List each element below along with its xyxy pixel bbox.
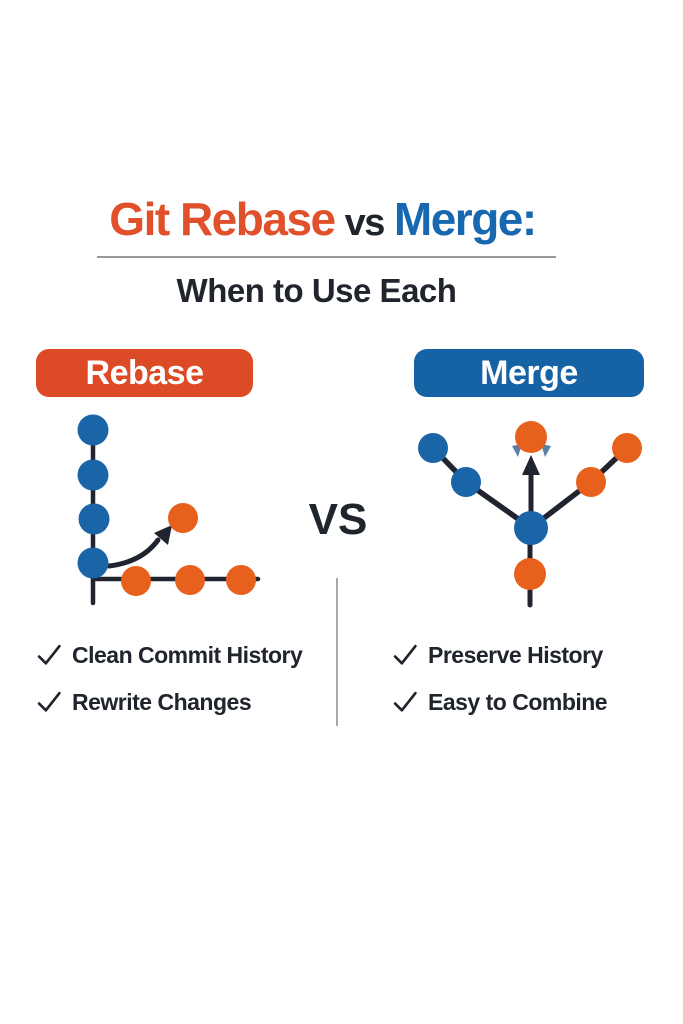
commit-node-blue xyxy=(77,414,109,446)
arrow-shaft xyxy=(106,537,161,569)
rebase-commit-diagram xyxy=(77,414,261,606)
commit-node-orange xyxy=(515,421,547,453)
commit-node-orange xyxy=(175,565,205,595)
list-item: Easy to Combine xyxy=(392,688,608,717)
arrow-head-icon xyxy=(522,455,540,475)
arrow-head-icon xyxy=(154,525,172,545)
checkmark-icon xyxy=(393,644,417,665)
list-item: Rewrite Changes xyxy=(36,688,302,717)
wing-mark xyxy=(541,444,551,457)
merge-badge-label: Merge xyxy=(480,353,578,392)
commit-node-orange xyxy=(514,558,546,590)
checkmark-icon xyxy=(37,644,61,665)
commit-node-blue xyxy=(418,433,448,463)
commit-node-blue xyxy=(78,503,110,535)
commit-node-orange xyxy=(576,467,606,497)
checkmark-icon xyxy=(393,691,417,712)
branch-line xyxy=(430,445,534,531)
title-vs-part: vs xyxy=(344,202,386,244)
title-rebase-part: Git Rebase xyxy=(109,193,336,245)
vertical-divider xyxy=(336,578,338,726)
commit-node-orange xyxy=(168,503,198,533)
commit-node-orange xyxy=(226,565,256,595)
commit-node-blue xyxy=(451,467,481,497)
merge-benefits-list: Preserve History Easy to Combine xyxy=(392,641,608,735)
commit-node-orange xyxy=(121,566,151,596)
benefit-label: Easy to Combine xyxy=(428,689,608,715)
title-merge-part: Merge: xyxy=(393,193,537,245)
rebase-benefits-list: Clean Commit History Rewrite Changes xyxy=(36,641,303,735)
commit-node-blue xyxy=(77,547,109,579)
merge-commit-diagram xyxy=(418,421,642,608)
list-item: Clean Commit History xyxy=(36,641,303,670)
commit-node-blue xyxy=(77,459,109,491)
list-item: Preserve History xyxy=(392,641,607,670)
subtitle: When to Use Each xyxy=(176,272,457,309)
title-divider xyxy=(97,256,556,258)
commit-node-orange xyxy=(612,433,642,463)
rebase-badge-label: Rebase xyxy=(85,353,204,392)
benefit-label: Rewrite Changes xyxy=(72,689,252,715)
merge-badge: Merge xyxy=(414,349,644,397)
benefit-label: Preserve History xyxy=(428,642,603,668)
commit-node-blue xyxy=(514,511,548,545)
checkmark-icon xyxy=(37,691,61,712)
rebase-badge: Rebase xyxy=(36,349,253,397)
vs-label: VS xyxy=(308,495,368,544)
benefit-label: Clean Commit History xyxy=(72,642,303,668)
